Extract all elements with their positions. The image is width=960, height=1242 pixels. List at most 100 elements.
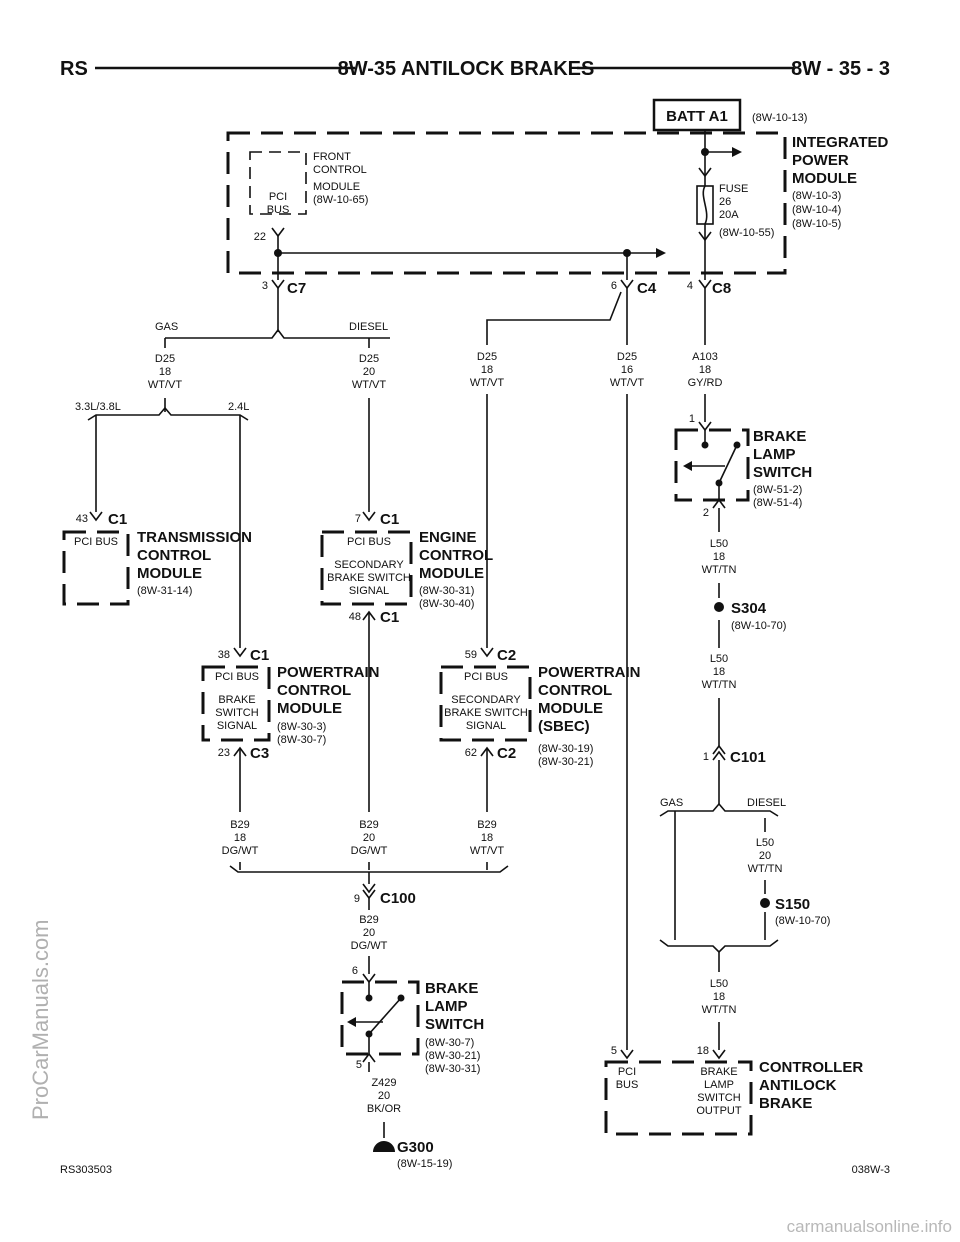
fcm-name-2: CONTROL xyxy=(313,164,367,176)
cab-pin1-symbol xyxy=(620,1049,634,1060)
fcm-pin: 22 xyxy=(254,231,266,243)
cab-name-1: CONTROLLER xyxy=(759,1059,863,1076)
bottom-watermark: carmanualsonline.info xyxy=(787,1217,952,1236)
l50-d-3: WT/TN xyxy=(702,1004,737,1016)
g300-name: G300 xyxy=(397,1139,434,1156)
l50-b-2: 18 xyxy=(713,666,725,678)
b29-c-3: WT/VT xyxy=(470,845,504,857)
cab-inner-1: PCI xyxy=(618,1066,636,1078)
pcm2-inner-1: PCI BUS xyxy=(464,671,508,683)
b29-c-1: B29 xyxy=(477,819,497,831)
pcm2-top-pin: 59 xyxy=(465,649,477,661)
bls2-contact-top xyxy=(365,994,373,1002)
header-right: 8W - 35 - 3 xyxy=(791,58,890,80)
cab-outline xyxy=(604,1060,753,1136)
d25-c4a-1: D25 xyxy=(477,351,497,363)
fcm-outline xyxy=(249,151,307,215)
c4-pin: 6 xyxy=(611,280,617,292)
b29-b-3: DG/WT xyxy=(351,845,388,857)
l50-b-1: L50 xyxy=(710,653,728,665)
pcm2-outline xyxy=(439,665,532,742)
s304-name: S304 xyxy=(731,600,767,617)
tcm-inner: PCI BUS xyxy=(74,536,118,548)
ecm-inner-2: SECONDARY xyxy=(334,559,404,571)
batt-a1-label: BATT A1 xyxy=(666,108,728,125)
tcm-name-1: TRANSMISSION xyxy=(137,529,252,546)
c7-pin: 3 xyxy=(262,280,268,292)
pcm2-name-1: POWERTRAIN xyxy=(538,664,641,681)
pcm2-bot-pin: 62 xyxy=(465,747,477,759)
ipm-ref-1: (8W-10-3) xyxy=(792,190,841,202)
d25-gas-3: WT/VT xyxy=(148,379,182,391)
d25-diesel-1: D25 xyxy=(359,353,379,365)
ecm-bot-pin: 48 xyxy=(349,611,361,623)
pcm2-top-conn: C2 xyxy=(497,647,516,664)
cab-pin1: 5 xyxy=(611,1045,617,1057)
pcm-name-2: CONTROL xyxy=(277,682,351,699)
ecm-name-2: CONTROL xyxy=(419,547,493,564)
pcm2-bot-conn: C2 xyxy=(497,745,516,762)
bls2-top-pin: 6 xyxy=(352,965,358,977)
bls1-switch-blade xyxy=(718,444,738,484)
tcm-conn: C1 xyxy=(108,511,127,528)
bls2-top-pin-symbol xyxy=(362,973,376,984)
tcm-ref: (8W-31-14) xyxy=(137,585,192,597)
fcm-pin-symbol xyxy=(271,227,285,238)
pcm2-inner-2: SECONDARY xyxy=(451,694,521,706)
z429-1: Z429 xyxy=(371,1077,396,1089)
pcm2-ref-1: (8W-30-19) xyxy=(538,743,593,755)
bls1-name-2: LAMP xyxy=(753,446,796,463)
c4-name: C4 xyxy=(637,280,657,297)
l50-c-1: L50 xyxy=(756,837,774,849)
b29-b-2: 20 xyxy=(363,832,375,844)
c8-symbol xyxy=(698,279,712,290)
s150-name: S150 xyxy=(775,896,810,913)
bls2-outline xyxy=(340,980,420,1056)
l50-b-3: WT/TN xyxy=(702,679,737,691)
bls1-actuator-arrow xyxy=(683,461,692,471)
bls1-name-3: SWITCH xyxy=(753,464,812,481)
ipm-bus-arrow xyxy=(656,248,666,258)
bls2-ref-1: (8W-30-7) xyxy=(425,1037,474,1049)
header-title: 8W-35 ANTILOCK BRAKES xyxy=(338,58,595,80)
c101-symbol-b xyxy=(712,750,726,761)
b29-b-1: B29 xyxy=(359,819,379,831)
pcm-inner-4: SIGNAL xyxy=(217,720,257,732)
b29-a-1: B29 xyxy=(230,819,250,831)
d25-c4b-1: D25 xyxy=(617,351,637,363)
s150-splice xyxy=(760,898,770,908)
fuse-name: FUSE xyxy=(719,183,748,195)
pcm-name-1: POWERTRAIN xyxy=(277,664,380,681)
tcm-pin-symbol xyxy=(89,511,103,522)
bls2-bot-pin: 5 xyxy=(356,1059,362,1071)
g300-ref: (8W-15-19) xyxy=(397,1158,452,1170)
pcm2-inner-4: SIGNAL xyxy=(466,720,506,732)
c100-name: C100 xyxy=(380,890,416,907)
c7-symbol xyxy=(271,279,285,290)
tcm-name-2: CONTROL xyxy=(137,547,211,564)
d25-diesel-3: WT/VT xyxy=(352,379,386,391)
pcm-inner-3: SWITCH xyxy=(215,707,258,719)
ecm-ref-1: (8W-30-31) xyxy=(419,585,474,597)
pcm2-name-3: MODULE xyxy=(538,700,603,717)
pcm2-inner-3: BRAKE SWITCH xyxy=(444,707,528,719)
bls2-switch-blade xyxy=(368,997,402,1035)
ipm-ref-2: (8W-10-4) xyxy=(792,204,841,216)
fuse-element xyxy=(702,185,708,225)
fuse-ref: (8W-10-55) xyxy=(719,227,774,239)
ecm-name-3: MODULE xyxy=(419,565,484,582)
pcm-top-pin-symbol xyxy=(233,647,247,658)
bls1-bot-pin-symbol xyxy=(712,498,726,509)
ecm-top-pin-symbol xyxy=(362,511,376,522)
batt-a1-ref: (8W-10-13) xyxy=(752,112,807,124)
l50-d-1: L50 xyxy=(710,978,728,990)
c101-symbol-a xyxy=(712,744,726,755)
bls2-bot-pin-symbol xyxy=(362,1052,376,1063)
ipm-name-1: INTEGRATED xyxy=(792,134,889,151)
c7-diesel-label: DIESEL xyxy=(349,321,388,333)
ecm-inner-4: SIGNAL xyxy=(349,585,389,597)
pcm2-name-4: (SBEC) xyxy=(538,718,590,735)
a103-2: 18 xyxy=(699,364,711,376)
pcm-bot-pin: 23 xyxy=(218,747,230,759)
